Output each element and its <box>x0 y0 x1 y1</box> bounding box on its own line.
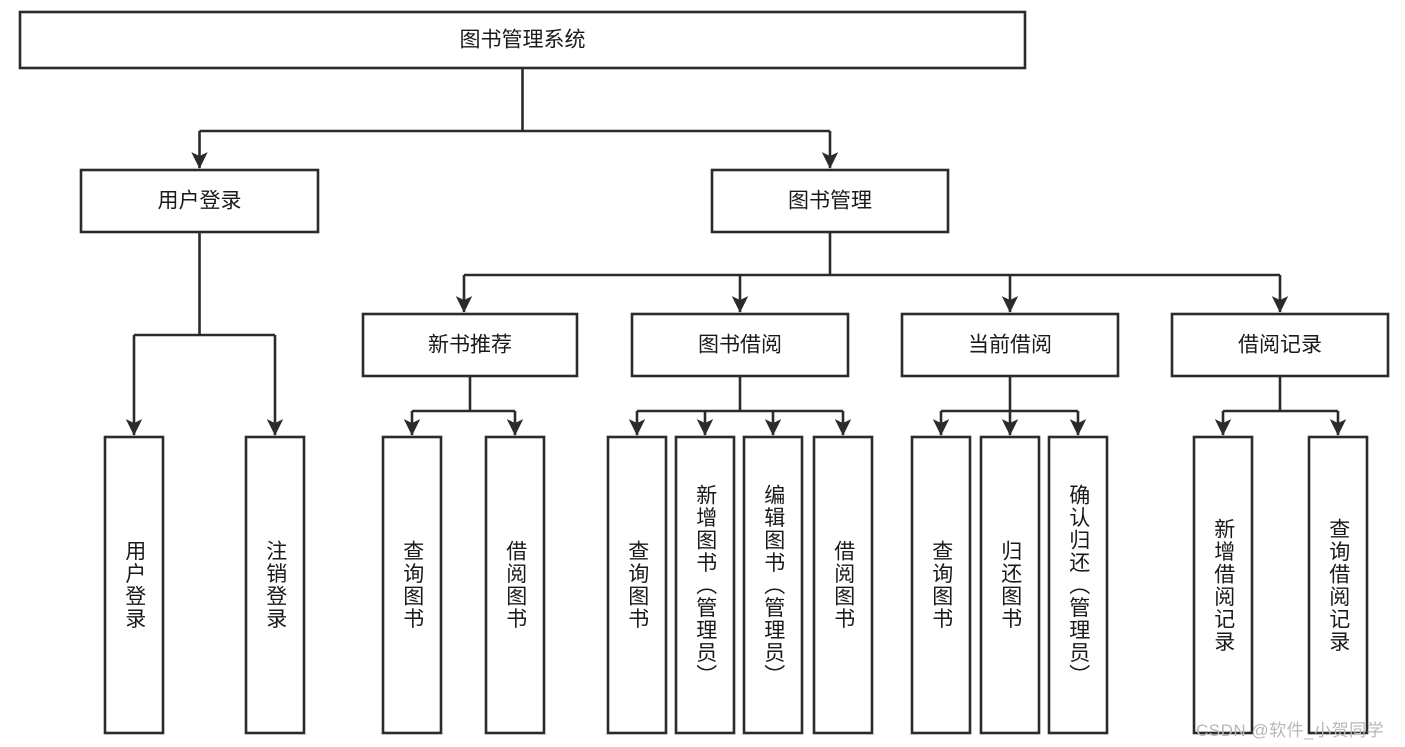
label-current-borrow: 当前借阅 <box>968 334 1052 357</box>
node-box-group <box>18 10 1390 735</box>
node-box-leaf-add-book[interactable] <box>674 435 736 735</box>
node-box-leaf-query-book-2[interactable] <box>606 435 668 735</box>
node-box-book-borrow[interactable] <box>630 312 850 378</box>
node-box-borrow-record[interactable] <box>1170 312 1390 378</box>
node-box-new-book-recommend[interactable] <box>361 312 579 378</box>
node-box-book-manage[interactable] <box>710 168 950 234</box>
node-box-title[interactable] <box>18 10 1027 70</box>
label-borrow-record: 借阅记录 <box>1238 334 1322 357</box>
label-book-borrow: 图书借阅 <box>698 334 782 357</box>
label-book-manage: 图书管理 <box>788 190 872 213</box>
node-box-user-login[interactable] <box>79 168 320 234</box>
node-box-leaf-logout-login[interactable] <box>244 435 306 735</box>
label-user-login: 用户登录 <box>158 190 242 213</box>
node-box-leaf-edit-book[interactable] <box>742 435 804 735</box>
connector-group <box>125 68 1347 436</box>
csdn-watermark: CSDN @软件_小贺同学 <box>1196 721 1385 740</box>
node-box-leaf-borrow-book-1[interactable] <box>484 435 546 735</box>
node-box-current-borrow[interactable] <box>900 312 1120 378</box>
node-box-leaf-add-record[interactable] <box>1192 435 1254 735</box>
label-new-book-recommend: 新书推荐 <box>428 334 512 357</box>
horizontal-label-group: 图书管理系统 用户登录 图书管理 新书推荐 图书借阅 当前借阅 借阅记录 <box>158 29 1323 357</box>
node-box-leaf-return-book[interactable] <box>979 435 1041 735</box>
label-title: 图书管理系统 <box>460 29 586 52</box>
node-box-leaf-query-record[interactable] <box>1307 435 1369 735</box>
node-box-leaf-user-login[interactable] <box>103 435 165 735</box>
node-box-leaf-query-book-3[interactable] <box>910 435 972 735</box>
node-box-leaf-confirm-return[interactable] <box>1047 435 1109 735</box>
node-box-leaf-query-book-1[interactable] <box>381 435 443 735</box>
node-box-leaf-borrow-book-2[interactable] <box>812 435 874 735</box>
